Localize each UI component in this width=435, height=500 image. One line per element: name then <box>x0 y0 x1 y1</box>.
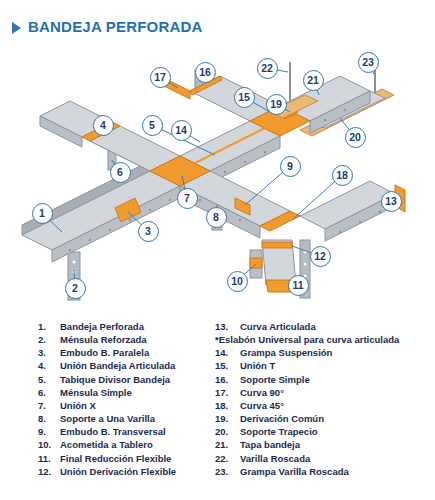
leader-lines <box>42 62 400 288</box>
callout-number: 9 <box>280 156 301 177</box>
part-name: Ménsula Simple <box>60 386 132 397</box>
callout-number: 2 <box>65 278 86 299</box>
divider <box>195 128 265 163</box>
part-name: Tabique Divisor Bandeja <box>60 373 170 384</box>
trays <box>22 76 395 285</box>
callout-number: 19 <box>266 94 287 115</box>
part-name: Curva 90° <box>240 386 284 397</box>
callout-number: 17 <box>150 67 171 88</box>
part-name: Soporte a Una Varilla <box>60 413 155 424</box>
list-number: 6. <box>38 386 46 397</box>
list-number: 12. <box>38 465 51 476</box>
part-name: Soporte Trapecio <box>240 426 318 437</box>
list-number: 5. <box>38 373 46 384</box>
list-number: 19. <box>215 413 228 424</box>
perforations <box>69 109 381 251</box>
callout-number: 6 <box>110 162 131 183</box>
callout-number: 21 <box>303 70 324 91</box>
part-name: Unión X <box>60 399 96 410</box>
callout-number: 16 <box>195 62 216 83</box>
list-number: 21. <box>215 439 228 450</box>
list-number: 8. <box>38 413 46 424</box>
list-number: 3. <box>38 347 46 358</box>
callout-number: 8 <box>206 207 227 228</box>
callout-number: 13 <box>381 191 402 212</box>
list-number: 4. <box>38 360 46 371</box>
list-number: 16. <box>215 373 228 384</box>
title-arrow <box>12 22 21 34</box>
list-number: 10. <box>38 439 51 450</box>
part-name: Curva 45° <box>240 399 284 410</box>
part-name: Unión Derivación Flexible <box>60 465 176 476</box>
part-name: Acometida a Tablero <box>60 439 153 450</box>
list-number: 23. <box>215 465 228 476</box>
part-name: Embudo B. Paralela <box>60 347 149 358</box>
callout-number: 12 <box>310 246 331 267</box>
title: BANDEJA PERFORADA <box>28 18 203 35</box>
callout-number: 23 <box>358 52 379 73</box>
part-name: Final Reducción Flexible <box>60 452 171 463</box>
callout-number: 11 <box>288 275 309 296</box>
part-name: Unión T <box>240 360 275 371</box>
list-number: 17. <box>215 386 228 397</box>
callout-number: 4 <box>93 115 114 136</box>
callout-number: 7 <box>177 188 198 209</box>
part-name: Varilla Roscada <box>240 452 310 463</box>
list-number: 9. <box>38 426 46 437</box>
callout-number: 14 <box>171 120 192 141</box>
callout-number: 15 <box>234 87 255 108</box>
part-name: Ménsula Reforzada <box>60 334 147 345</box>
fittings <box>82 76 405 292</box>
list-number: 7. <box>38 399 46 410</box>
callout-number: 22 <box>257 58 278 79</box>
callout-number: 1 <box>32 203 53 224</box>
list-number: 18. <box>215 399 228 410</box>
part-name: Tapa bandeja <box>240 439 300 450</box>
part-name: Grampa Suspensión <box>240 347 332 358</box>
part-name: Unión Bandeja Articulada <box>60 360 175 371</box>
list-number: 11. <box>38 452 51 463</box>
part-name: Derivación Común <box>240 413 324 424</box>
list-number: 15. <box>215 360 228 371</box>
list-number: 14. <box>215 347 228 358</box>
callout-number: 5 <box>142 115 163 136</box>
list-number: 20. <box>215 426 228 437</box>
note: *Eslabón Universal para curva articulada <box>215 334 399 345</box>
part-name: Bandeja Perforada <box>60 321 144 332</box>
list-number: 22. <box>215 452 228 463</box>
callout-number: 18 <box>332 165 353 186</box>
part-name: Soporte Simple <box>240 373 310 384</box>
list-number: 1. <box>38 321 46 332</box>
callout-number: 3 <box>138 221 159 242</box>
list-number: 2. <box>38 334 46 345</box>
part-name: Curva Articulada <box>240 321 316 332</box>
list-number: 13. <box>215 321 228 332</box>
callout-number: 20 <box>345 127 366 148</box>
callout-number: 10 <box>227 271 248 292</box>
part-name: Embudo B. Transversal <box>60 426 166 437</box>
part-name: Grampa Varilla Roscada <box>240 465 349 476</box>
